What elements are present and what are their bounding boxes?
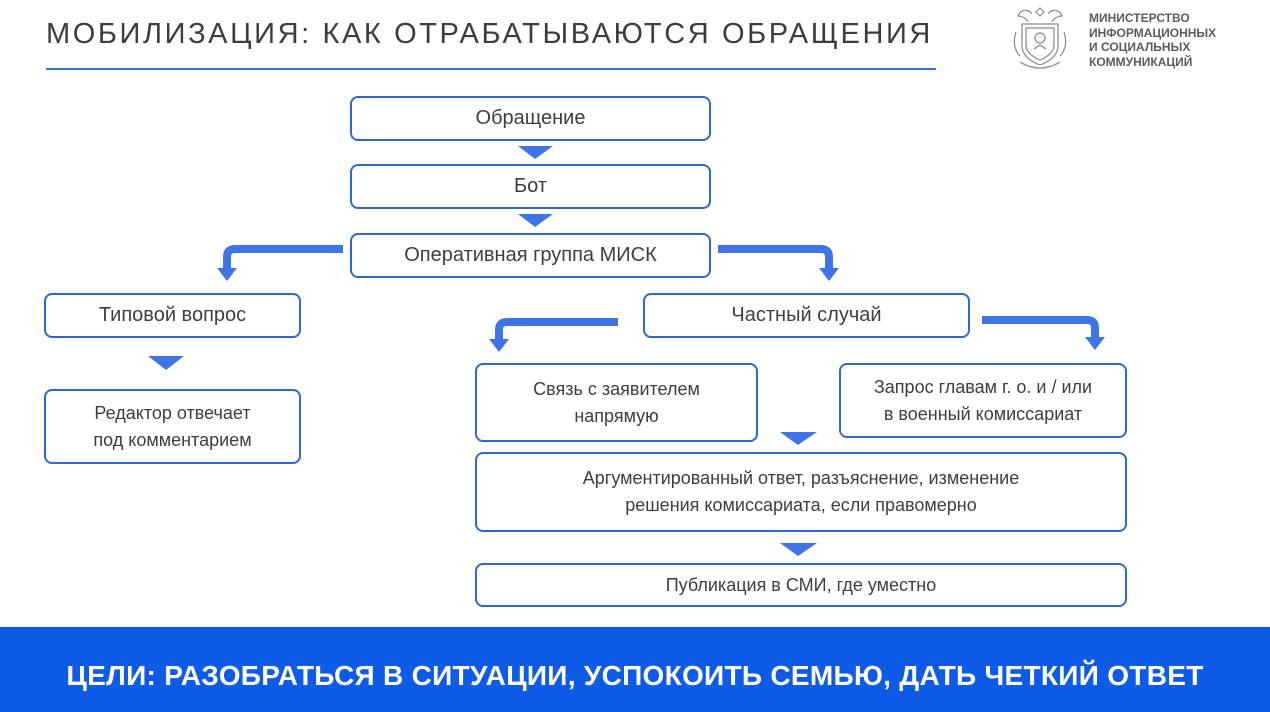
node-private-case: Частный случай	[643, 293, 970, 338]
coat-of-arms-icon	[1013, 7, 1067, 69]
node-request-heads: Запрос главам г. о. и / или в военный ко…	[839, 363, 1127, 438]
node-label: Публикация в СМИ, где уместно	[665, 574, 937, 595]
node-editor-reply: Редактор отвечает под комментарием	[44, 389, 301, 464]
node-label-line: Связь с заявителем	[533, 378, 700, 399]
node-contact-applicant: Связь с заявителем напрямую	[475, 363, 758, 442]
ministry-line: КОММУНИКАЦИЙ	[1089, 54, 1193, 69]
node-label: Типовой вопрос	[98, 304, 247, 326]
node-operative-group: Оперативная группа МИСК	[350, 233, 711, 278]
node-label: Оперативная группа МИСК	[404, 244, 657, 266]
node-typical-question: Типовой вопрос	[44, 293, 301, 338]
arrow-bot-to-group	[518, 214, 553, 227]
goals-text: ЦЕЛИ: РАЗОБРАТЬСЯ В СИТУАЦИИ, УСПОКОИТЬ …	[66, 659, 1204, 691]
node-publication: Публикация в СМИ, где уместно	[475, 563, 1127, 607]
arrow-appeal-to-bot	[518, 146, 553, 159]
node-label-line: решения комиссариата, если правомерно	[625, 495, 977, 515]
title-divider	[46, 68, 936, 70]
goals-banner: ЦЕЛИ: РАЗОБРАТЬСЯ В СИТУАЦИИ, УСПОКОИТЬ …	[0, 627, 1270, 712]
arrow-private-to-request	[982, 316, 1105, 350]
arrow-group-to-private	[718, 245, 839, 281]
node-appeal: Обращение	[350, 96, 711, 141]
ministry-line: И СОЦИАЛЬНЫХ	[1089, 40, 1191, 54]
page-title: МОБИЛИЗАЦИЯ: КАК ОТРАБАТЫВАЮТСЯ ОБРАЩЕНИ…	[46, 18, 933, 50]
node-label-line: Редактор отвечает	[94, 402, 251, 423]
node-label-line: под комментарием	[93, 429, 252, 450]
node-label-line: Аргументированный ответ, разъяснение, из…	[582, 468, 1020, 488]
node-label-line: в военный комиссариат	[883, 403, 1083, 424]
ministry-line: МИНИСТЕРСТВО	[1089, 11, 1190, 25]
arrow-private-to-contact	[489, 318, 618, 352]
node-label: Частный случай	[731, 304, 882, 326]
node-label: Обращение	[475, 107, 586, 129]
ministry-line: ИНФОРМАЦИОННЫХ	[1089, 25, 1217, 40]
arrow-typical-to-editor	[148, 356, 184, 370]
arrow-answer-to-publication	[780, 543, 817, 556]
ministry-name: МИНИСТЕРСТВО ИНФОРМАЦИОННЫХ И СОЦИАЛЬНЫХ…	[1089, 11, 1216, 69]
node-reasoned-answer: Аргументированный ответ, разъяснение, из…	[475, 452, 1127, 532]
node-bot: Бот	[350, 164, 711, 209]
arrow-to-reasoned-answer	[780, 432, 817, 445]
arrow-group-to-typical	[217, 245, 343, 281]
node-label-line: Запрос главам г. о. и / или	[873, 376, 1093, 397]
node-label: Бот	[514, 175, 547, 197]
node-label-line: напрямую	[574, 405, 659, 426]
